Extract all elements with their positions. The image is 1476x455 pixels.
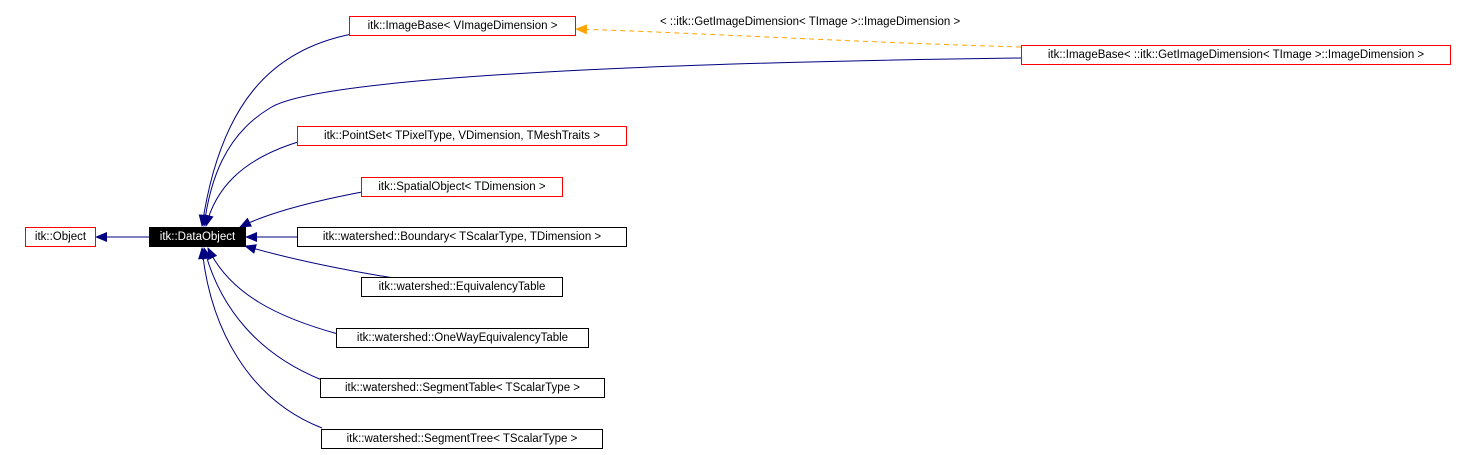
edge-pointset-to-dataobject [203, 141, 299, 227]
node-boundary[interactable]: itk::watershed::Boundary< TScalarType, T… [297, 227, 627, 247]
edge-segmenttree-to-dataobject [198, 247, 323, 429]
template-instance-label: < ::itk::GetImageDimension< TImage >::Im… [660, 16, 961, 28]
node-object[interactable]: itk::Object [25, 227, 96, 247]
edge-segmenttable-to-dataobject [201, 247, 323, 381]
node-image-base[interactable]: itk::ImageBase< VImageDimension > [349, 16, 576, 36]
edge-equivalencytable-to-dataobject [244, 244, 401, 280]
node-point-set[interactable]: itk::PointSet< TPixelType, VDimension, T… [297, 126, 627, 146]
edge-spatialobject-to-dataobject [239, 191, 363, 228]
node-spatial-object[interactable]: itk::SpatialObject< TDimension > [361, 177, 563, 197]
node-segment-tree[interactable]: itk::watershed::SegmentTree< TScalarType… [321, 429, 603, 449]
node-one-way-equivalency-table[interactable]: itk::watershed::OneWayEquivalencyTable [336, 328, 589, 348]
node-image-base-templ[interactable]: itk::ImageBase< ::itk::GetImageDimension… [1021, 45, 1451, 65]
node-segment-table[interactable]: itk::watershed::SegmentTable< TScalarTyp… [320, 378, 605, 398]
node-data-object: itk::DataObject [149, 227, 246, 247]
edge-onewayequivalencytable-to-dataobject [207, 247, 339, 335]
edge-imagebase-templ-to-dataobject [200, 57, 1022, 227]
edge-template-instance [575, 24, 1022, 48]
edge-imagebase-to-dataobject [198, 33, 353, 227]
node-equivalency-table[interactable]: itk::watershed::EquivalencyTable [361, 277, 563, 297]
